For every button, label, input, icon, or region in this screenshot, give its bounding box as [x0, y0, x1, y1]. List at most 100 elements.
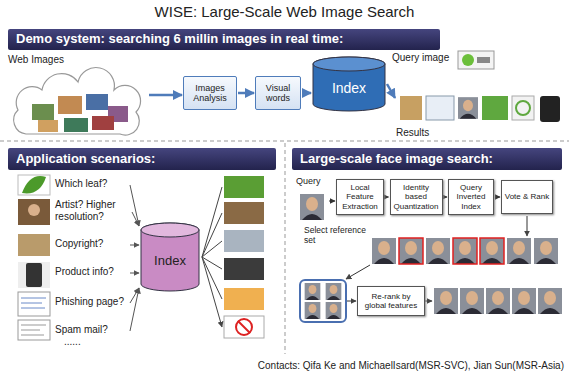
face — [426, 238, 450, 264]
node-text: Visual words — [258, 83, 298, 104]
connector — [385, 197, 389, 198]
process-box: Visual words — [255, 76, 301, 110]
note-label: Select reference set — [304, 226, 368, 246]
thumb — [21, 325, 46, 335]
thumb — [18, 199, 50, 225]
face — [399, 238, 423, 264]
selected-face — [399, 238, 423, 264]
connector — [387, 84, 395, 98]
result-thumb — [224, 288, 264, 310]
divider — [0, 141, 569, 142]
cylinder-body — [313, 57, 385, 111]
node-text: Query — [296, 176, 321, 186]
node-text: Vote & Rank — [505, 192, 549, 201]
result-thumb — [224, 316, 264, 338]
result-thumb — [224, 176, 264, 198]
phone — [26, 263, 42, 287]
divider — [285, 143, 286, 354]
connector — [495, 197, 500, 198]
connector — [130, 185, 139, 226]
connector — [238, 92, 254, 95]
web-image — [92, 116, 114, 130]
process-box: Local Feature Extraction — [336, 179, 384, 215]
connector — [444, 197, 448, 198]
node-text: Spam mail? — [55, 324, 108, 336]
process-box: Vote & Rank — [501, 180, 553, 214]
web-image — [38, 120, 58, 132]
arrow — [347, 301, 356, 302]
index-cylinder: Index — [312, 56, 386, 112]
thumb — [28, 204, 40, 216]
query-face — [300, 194, 324, 220]
section-header: Demo system: searching 6 millin images i… — [8, 29, 440, 50]
node-text: Index — [154, 246, 186, 269]
xbox-logo — [477, 57, 490, 63]
xbox-logo — [458, 51, 494, 69]
face — [460, 288, 484, 314]
connector — [132, 212, 139, 226]
text-item: Spam mail? — [55, 324, 129, 338]
process-box: Re-rank by global features — [357, 286, 425, 316]
process-box: Query Inverted Index — [448, 179, 494, 215]
no-spam — [238, 321, 250, 333]
node-text: Copyright? — [55, 238, 103, 250]
scenario-results — [202, 176, 264, 338]
text-item: Which leaf? — [55, 178, 129, 192]
web-image — [32, 104, 54, 120]
face — [305, 302, 321, 319]
node-text: Which leaf? — [55, 178, 107, 190]
arrow — [346, 265, 370, 279]
result-thumb — [458, 97, 478, 119]
node-text: Large-scale face image search: — [300, 152, 493, 167]
node-text: Web Images — [8, 54, 64, 66]
note-label: Select reference set — [304, 226, 368, 246]
leaf — [22, 176, 46, 193]
text-item: Artist? Higher resolution? — [55, 199, 131, 225]
cloud-outline — [8, 54, 148, 136]
result-thumb — [426, 96, 454, 120]
web-image — [64, 118, 88, 132]
connector — [130, 288, 139, 331]
node-text: Re-rank by global features — [360, 292, 422, 310]
scenario-thumbs — [18, 175, 50, 340]
node-text: Index — [332, 72, 366, 96]
face — [480, 238, 504, 264]
face — [326, 283, 342, 300]
face — [305, 283, 321, 300]
node-text: Phishing page? — [55, 296, 124, 308]
note-label: ...... — [64, 336, 81, 348]
text-item: Copyright? — [55, 238, 129, 252]
fan-arrows — [202, 187, 222, 327]
node-text: Artist? Higher resolution? — [55, 199, 131, 222]
web-image — [86, 94, 108, 110]
face — [372, 238, 396, 264]
caption: Contacts: Qifa Ke and MichaelIsard(MSR-S… — [258, 360, 564, 372]
connector — [149, 94, 182, 97]
connector — [329, 201, 335, 202]
face — [434, 288, 458, 314]
title: WISE: Large-Scale Web Image Search — [155, 3, 415, 20]
connector — [302, 92, 311, 95]
section-header: Application scenarios: — [8, 148, 276, 170]
result-thumb — [224, 258, 264, 280]
face — [512, 288, 536, 314]
web-image — [58, 96, 82, 114]
selected-face — [480, 238, 504, 264]
arrow — [527, 216, 528, 236]
reference-set — [300, 280, 346, 322]
result-thumb — [224, 230, 264, 252]
node-text: Query Inverted Index — [451, 183, 491, 211]
thumb — [21, 298, 46, 308]
result-thumb — [400, 96, 422, 120]
arrow — [425, 301, 432, 302]
result-thumb — [516, 101, 530, 115]
result-thumb — [482, 96, 508, 120]
face — [326, 302, 342, 319]
result-thumb — [512, 96, 534, 120]
node-text: Results — [396, 127, 429, 139]
xbox-logo — [462, 54, 474, 66]
cylinder-top — [141, 223, 199, 237]
thumb — [18, 320, 50, 340]
node-text: Product info? — [55, 266, 114, 278]
image-cloud: Web Images — [8, 54, 148, 136]
